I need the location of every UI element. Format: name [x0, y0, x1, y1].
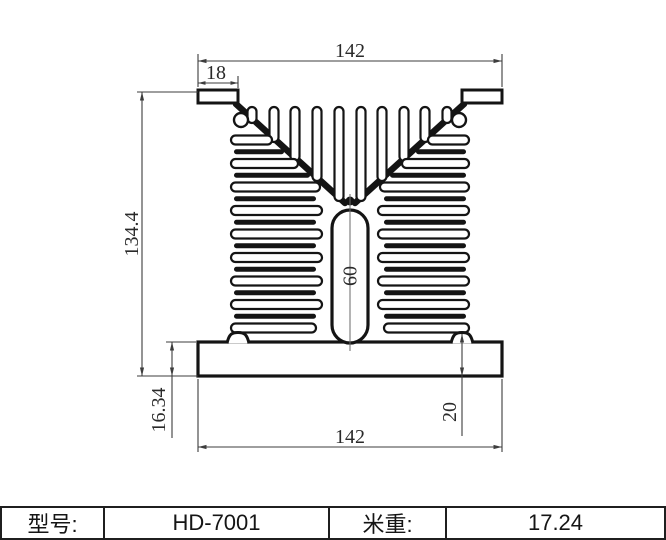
right-mounting-ear [460, 88, 504, 105]
dim-label-boss-height: 20 [439, 402, 461, 422]
dim-label-top-width: 142 [335, 40, 365, 62]
left-fin-slots [234, 149, 316, 319]
dim-label-overall-height: 134.4 [121, 212, 143, 257]
dimension-bottom-width: 142 [197, 379, 503, 452]
left-mounting-ear [196, 88, 240, 105]
dim-label-base-thickness: 16.34 [148, 388, 170, 433]
dimension-base-thickness: 16.34 [148, 341, 196, 438]
dim-label-slot-height: 60 [340, 266, 362, 286]
right-notch [450, 111, 468, 129]
left-fins [229, 134, 324, 334]
dimension-ear-width: 18 [198, 62, 239, 88]
dimension-top-width: 142 [197, 40, 503, 87]
dim-label-ear-width: 18 [206, 62, 226, 84]
spec-table: 型号: HD-7001 米重: 17.24 [0, 506, 666, 540]
dimension-boss-height: 20 [439, 334, 465, 436]
heatsink-profile-drawing: 142 18 134.4 16.34 20 [121, 40, 504, 452]
dim-label-bottom-width: 142 [335, 426, 365, 448]
heatsink-outline [196, 88, 504, 378]
dimension-overall-height: 134.4 [121, 91, 198, 377]
weight-label-cell: 米重: [330, 508, 447, 538]
model-label-cell: 型号: [2, 508, 105, 538]
left-base-bump [225, 330, 251, 344]
dimension-slot-height: 60 [340, 266, 362, 286]
weight-value-cell: 17.24 [527, 510, 584, 535]
model-value-cell: HD-7001 [105, 508, 330, 538]
right-fins [376, 134, 471, 334]
left-notch [232, 111, 250, 129]
right-fin-slots [384, 149, 466, 319]
